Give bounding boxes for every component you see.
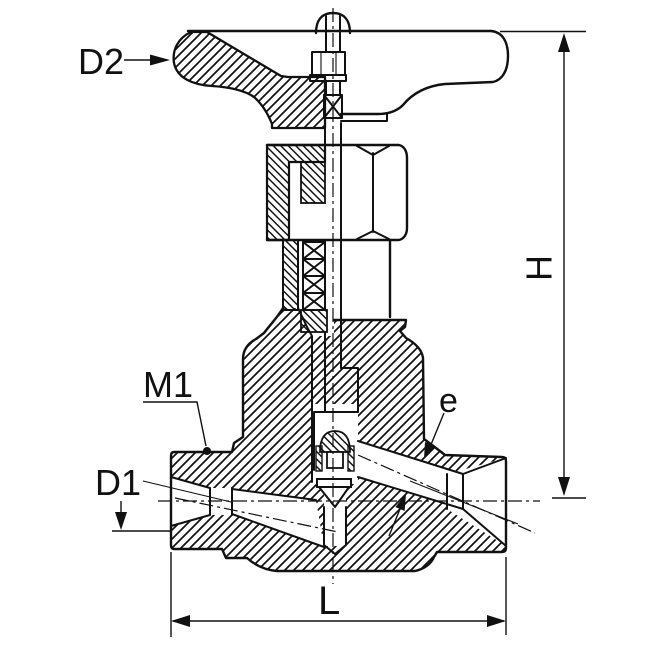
dim-label-d2: D2 <box>78 41 124 82</box>
gland-packing <box>302 241 326 311</box>
arrowhead-h-top <box>558 33 570 52</box>
dim-label-d1: D1 <box>95 462 141 503</box>
dimension-d2: D2 <box>78 41 170 82</box>
arrowhead-h-bottom <box>558 477 570 496</box>
dim-label-l: L <box>318 579 340 623</box>
packing-nut <box>265 117 409 369</box>
arrowhead-e-lower <box>395 494 406 511</box>
arrowhead-l-right <box>487 615 506 627</box>
dimension-d1: D1 <box>95 462 171 532</box>
leader-dot-m1 <box>203 447 211 455</box>
dimension-l: L <box>170 552 507 637</box>
centerlines <box>158 8 540 584</box>
arrowhead-l-left <box>171 615 190 627</box>
dim-label-e: e <box>439 382 458 420</box>
dimension-h: H <box>500 30 586 499</box>
handwheel <box>172 11 510 130</box>
dimension-e: e <box>388 382 458 537</box>
dim-label-m1: M1 <box>143 364 193 405</box>
dimension-m1: M1 <box>143 364 211 455</box>
outlet-bore <box>447 458 506 546</box>
arrowhead-e-upper <box>424 442 435 459</box>
arrowhead-d1 <box>115 512 127 530</box>
inlet-passage <box>232 489 324 547</box>
arrowhead-d2 <box>150 54 170 66</box>
dim-label-h: H <box>519 255 560 281</box>
stem-needle <box>313 331 359 508</box>
bonnet-neck <box>282 238 392 333</box>
